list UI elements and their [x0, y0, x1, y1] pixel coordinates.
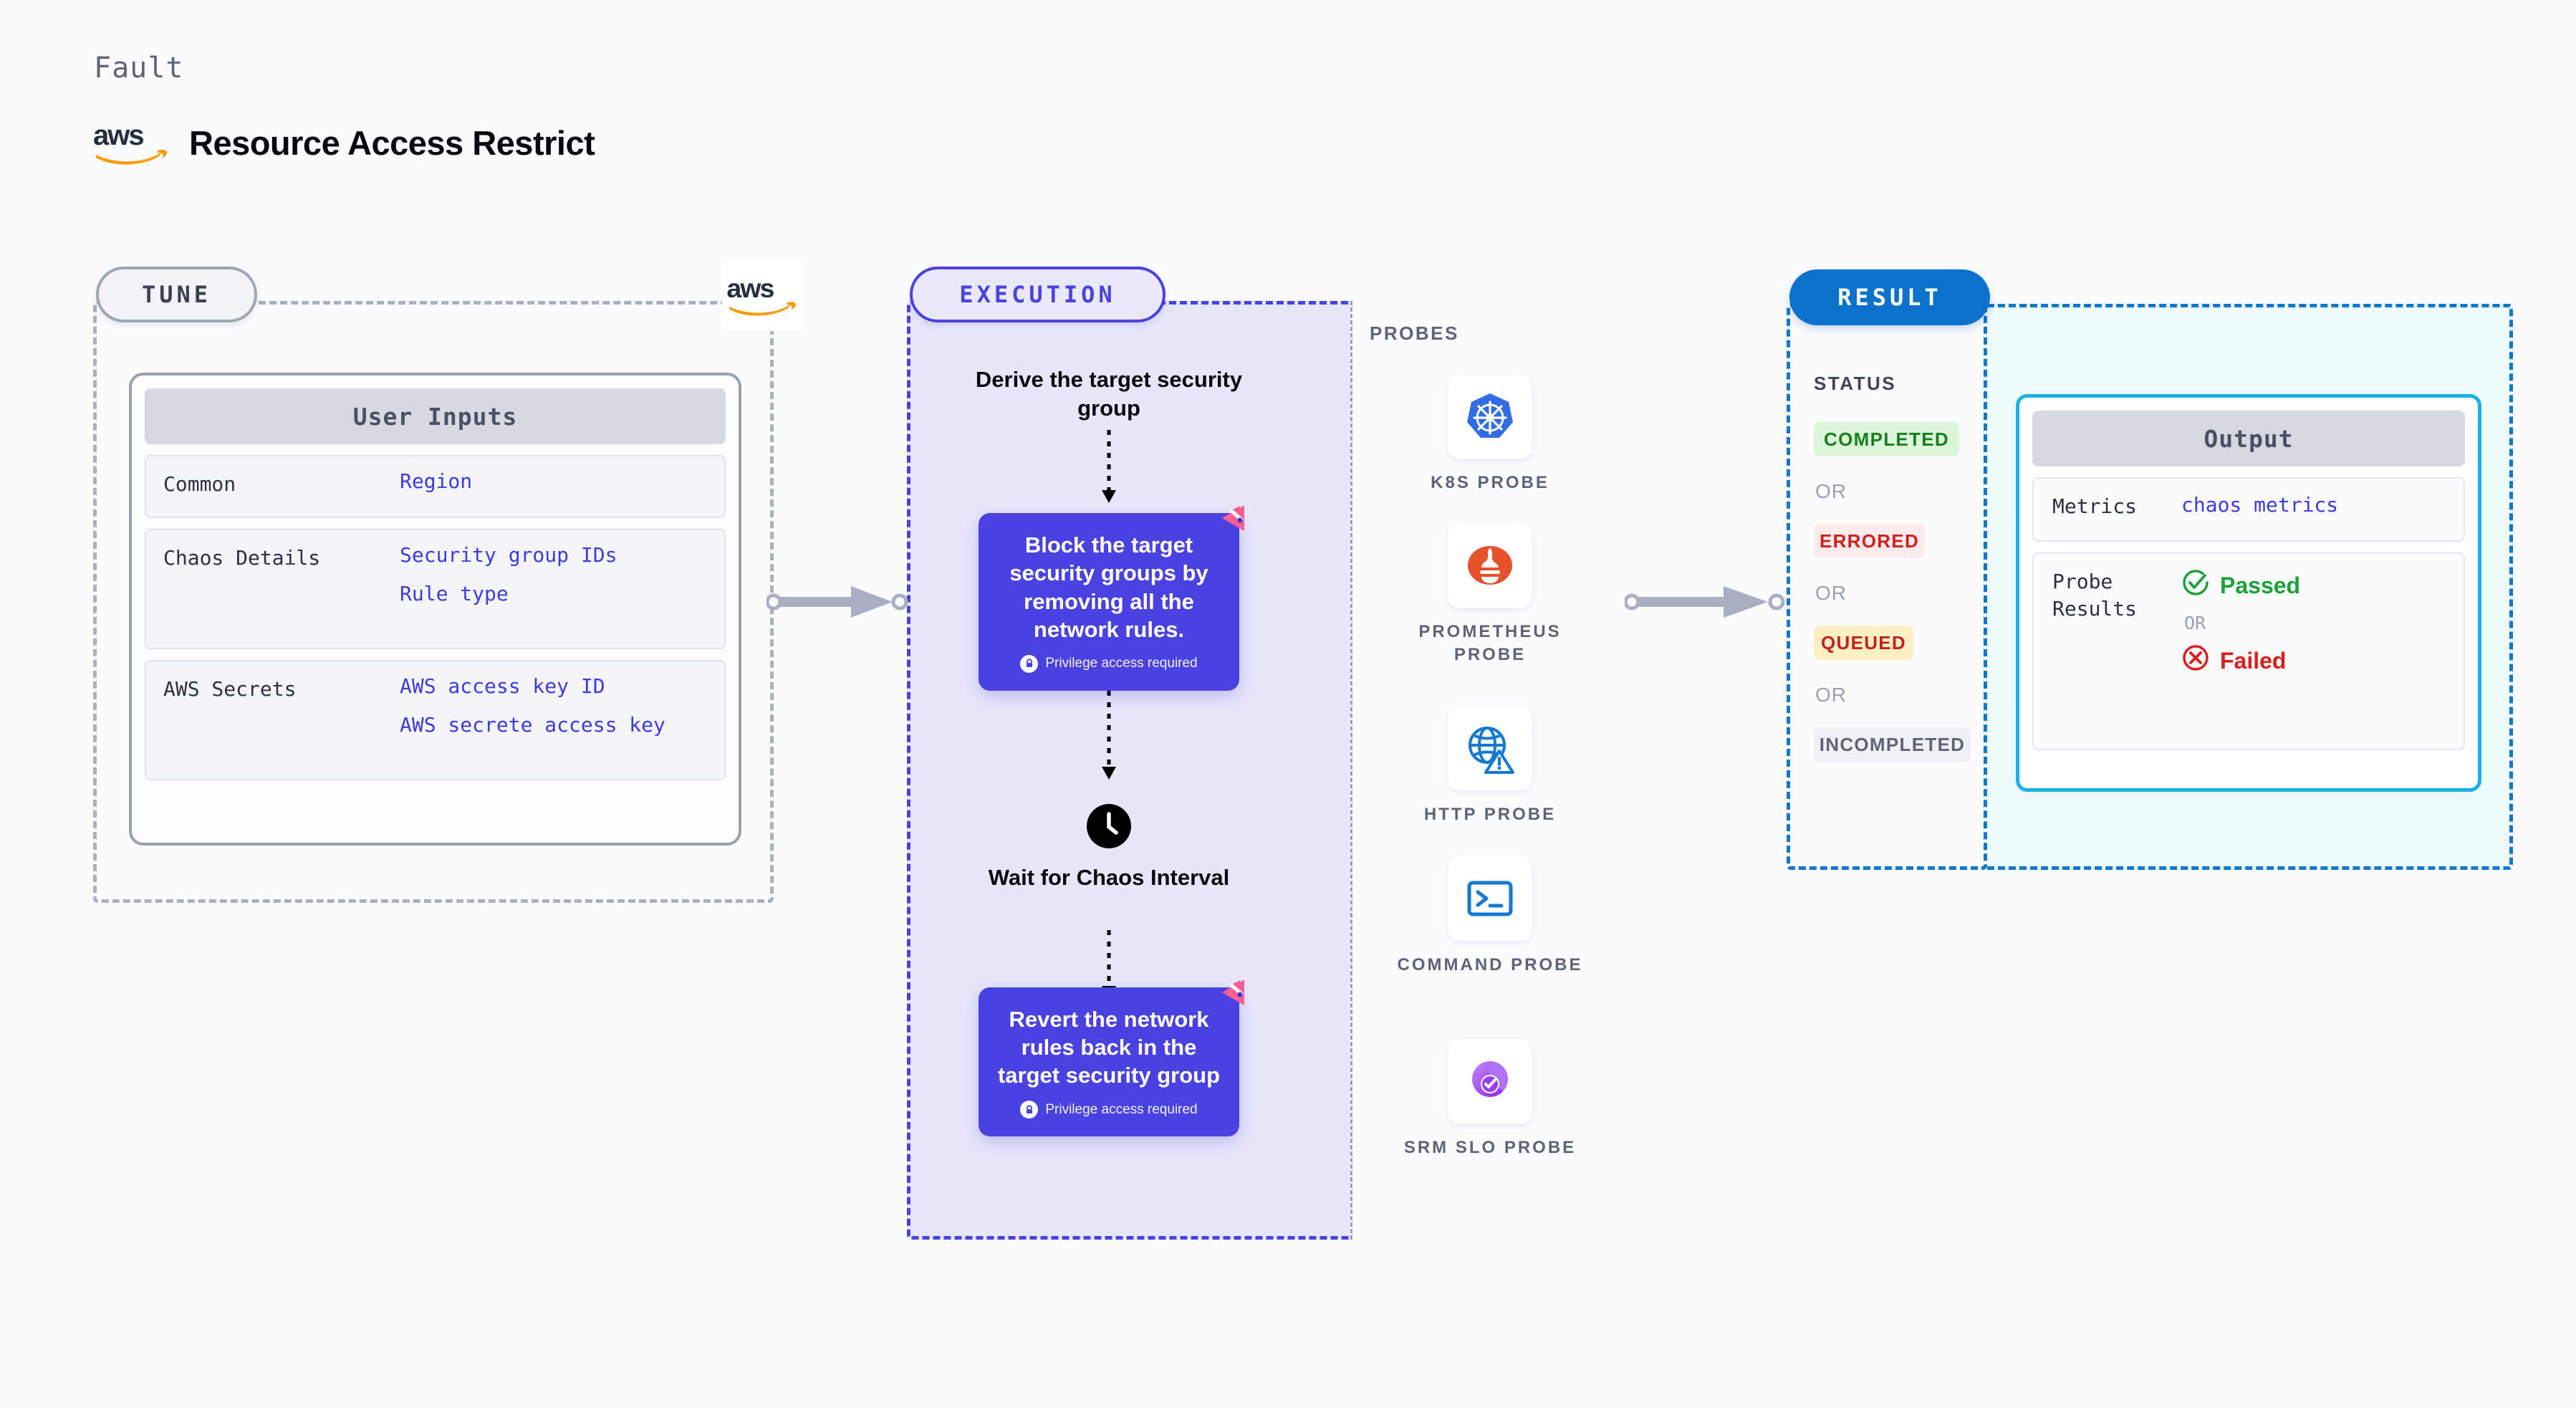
row-key: Common [163, 472, 236, 496]
or-separator: OR [1815, 480, 1847, 502]
svg-text:aws: aws [93, 120, 143, 151]
user-inputs-title: User Inputs [145, 388, 726, 444]
or-separator: OR [1815, 684, 1847, 706]
x-circle-icon [2181, 643, 2210, 678]
row-value: chaos metrics [2181, 493, 2339, 517]
probe-label: COMMAND PROBE [1397, 955, 1583, 974]
flow-arrow-down [1102, 691, 1116, 780]
row-key: Probe Results [2052, 570, 2138, 621]
kubernetes-icon [1448, 374, 1532, 459]
status-section-label: STATUS [1814, 373, 1897, 394]
row-key: Metrics [2052, 494, 2138, 518]
derive-step-label: Derive the target security group [975, 367, 1243, 421]
or-separator: OR [1815, 582, 1847, 604]
litmus-logo-icon [1216, 975, 1250, 1010]
page-title-row: aws Resource Access Restrict [92, 120, 595, 165]
probe-item-command[interactable]: COMMAND PROBE [1386, 856, 1594, 977]
table-row: Metrics chaos metrics [2032, 477, 2465, 542]
lock-icon [1020, 1101, 1039, 1119]
row-value: Security group IDs [400, 543, 617, 567]
privilege-note-text: Privilege access required [1045, 656, 1198, 671]
row-value: AWS secrete access key [400, 712, 665, 737]
probes-section-label: PROBES [1370, 322, 1459, 344]
block-step-card: Block the target security groups by remo… [979, 505, 1244, 691]
privilege-note-text: Privilege access required [1045, 1101, 1198, 1117]
row-value: AWS access key ID [400, 674, 605, 698]
clock-icon [1087, 804, 1131, 848]
litmus-logo-icon [1216, 501, 1250, 535]
revert-step-card: Revert the network rules back in the tar… [979, 980, 1244, 1136]
connector-execution-to-result [1625, 586, 1785, 618]
revert-step-text: Revert the network rules back in the tar… [997, 1006, 1221, 1088]
terminal-icon [1448, 856, 1532, 941]
srm-slo-icon [1448, 1039, 1532, 1124]
check-circle-icon [2181, 568, 2210, 603]
status-badge: ERRORED [1814, 524, 1925, 558]
status-badge: INCOMPLETED [1814, 727, 1971, 762]
probe-label: K8S PROBE [1431, 473, 1549, 492]
user-inputs-card: User Inputs Common Region Chaos Details … [129, 373, 741, 846]
execution-pill-label: EXECUTION [910, 267, 1166, 322]
probe-failed-label: Failed [2220, 647, 2287, 674]
status-badge: QUEUED [1814, 626, 1913, 660]
row-value: Rule type [400, 581, 509, 605]
probe-label: PROMETHEUS PROBE [1418, 622, 1562, 665]
probe-passed-label: Passed [2220, 572, 2301, 598]
row-key: Chaos Details [163, 546, 321, 570]
row-key: AWS Secrets [163, 677, 297, 701]
aws-logo-icon: aws [722, 259, 802, 331]
probe-label: HTTP PROBE [1423, 805, 1557, 824]
table-row: Common Region [145, 455, 726, 518]
globe-warning-icon [1448, 706, 1532, 790]
svg-text:aws: aws [726, 274, 774, 303]
probe-item-prometheus[interactable]: PROMETHEUS PROBE [1386, 523, 1594, 667]
table-row: Chaos Details Security group IDs Rule ty… [145, 529, 726, 649]
block-step-text: Block the target security groups by remo… [1009, 532, 1208, 642]
status-badge: COMPLETED [1814, 422, 1959, 456]
connector-tune-to-execution [766, 586, 908, 618]
aws-logo-icon: aws [92, 120, 170, 165]
output-title: Output [2032, 411, 2465, 466]
row-value: Region [400, 469, 473, 493]
fault-kicker: Fault [94, 52, 184, 85]
probe-passed-row: Passed [2181, 568, 2300, 603]
wait-step-label: Wait for Chaos Interval [988, 865, 1230, 890]
output-card: Output Metrics chaos metrics Probe Resul… [2016, 394, 2481, 792]
page-title: Resource Access Restrict [189, 123, 595, 162]
result-pill-label: RESULT [1789, 269, 1990, 325]
probe-label: SRM SLO PROBE [1403, 1138, 1577, 1157]
lock-icon [1020, 654, 1039, 673]
prometheus-icon [1448, 523, 1532, 608]
probe-item-srm-slo[interactable]: SRM SLO PROBE [1386, 1039, 1594, 1159]
table-row: Probe Results Passed OR [2032, 552, 2465, 750]
table-row: AWS Secrets AWS access key ID AWS secret… [145, 660, 726, 780]
tune-pill-label: TUNE [96, 267, 257, 322]
probe-failed-row: Failed [2181, 643, 2300, 678]
or-separator: OR [2184, 613, 2206, 633]
probe-item-http[interactable]: HTTP PROBE [1386, 706, 1594, 826]
probe-item-k8s[interactable]: K8S PROBE [1386, 374, 1594, 494]
flow-arrow-down [1102, 430, 1116, 503]
privilege-note: Privilege access required [1020, 1101, 1198, 1119]
privilege-note: Privilege access required [1020, 654, 1198, 673]
